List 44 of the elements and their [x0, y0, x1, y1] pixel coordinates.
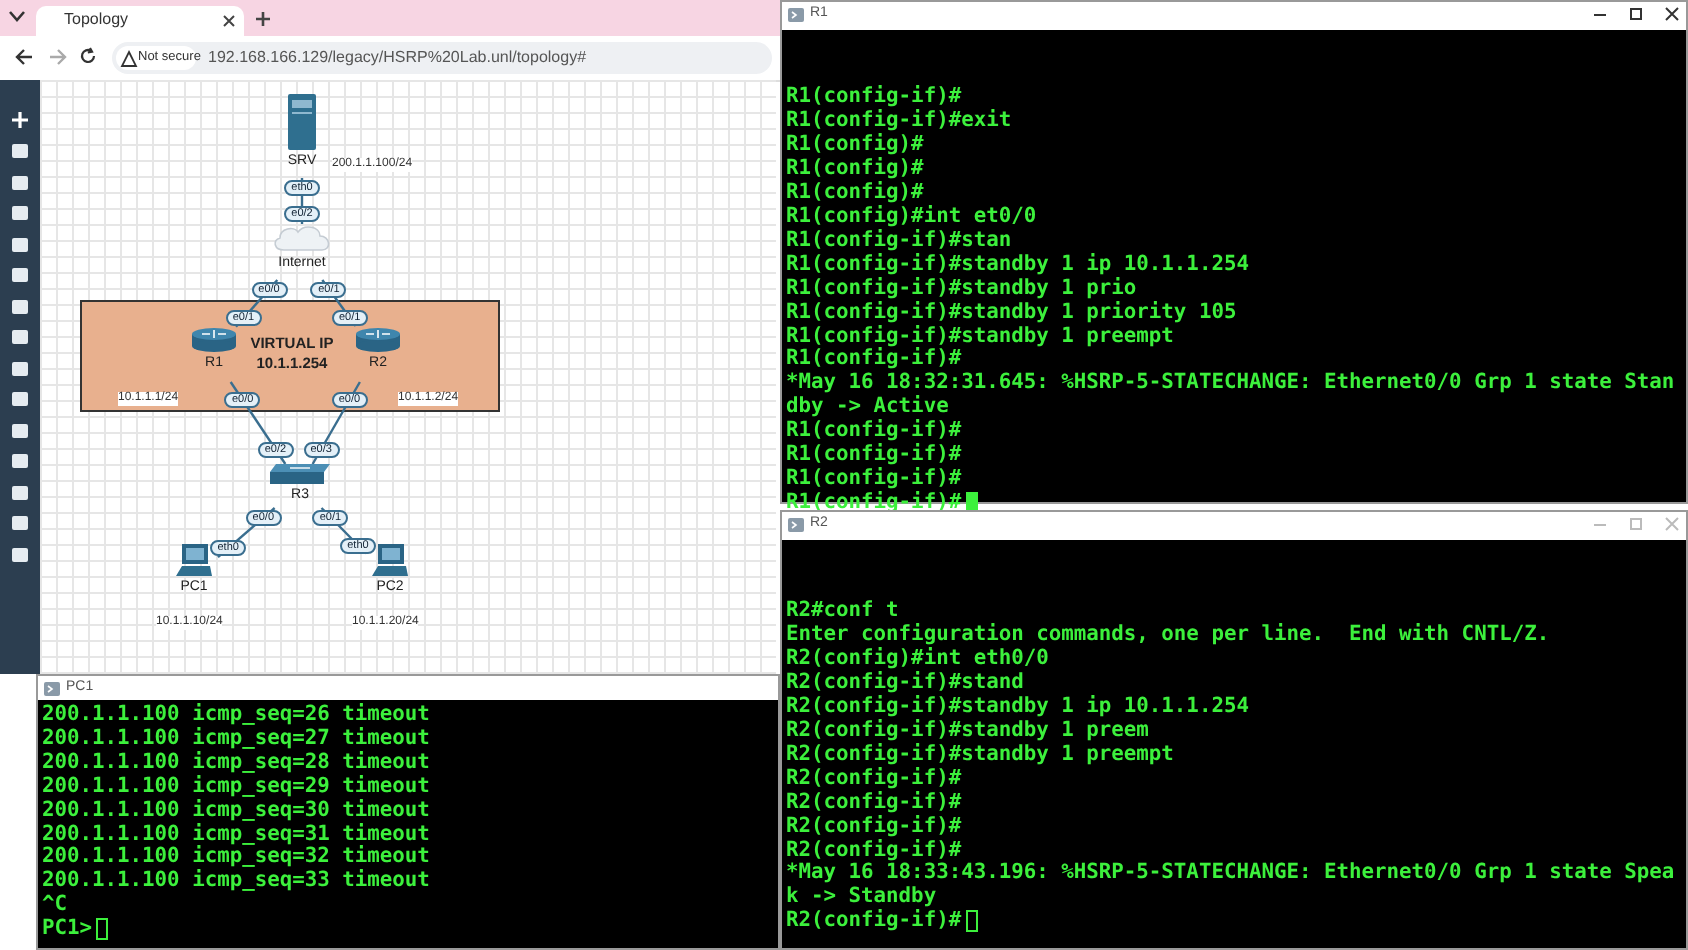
terminal-line: R1(config-if)# [786, 466, 962, 491]
terminal-line: R2#conf t [786, 598, 899, 622]
terminal-line: R1(config-if)# [786, 442, 962, 467]
terminal-line: 200.1.1.100 icmp_seq=27 timeout [42, 725, 430, 750]
terminal-line: R2(config-if)#standby 1 preempt [786, 741, 1174, 766]
tab-title: Topology [64, 10, 129, 28]
terminal-line: R2(config)#int eth0/0 [786, 645, 1049, 670]
terminal-line: 200.1.1.100 icmp_seq=26 timeout [42, 702, 430, 726]
terminal-line: *May 16 18:32:31.645: %HSRP-5-STATECHANGE: Ethernet0/0 Grp 1 state Stan [786, 370, 1675, 395]
terminal-line: R1(config-if)#standby 1 ip 10.1.1.254 [786, 251, 1249, 276]
terminal-line: R2(config-if)# [786, 908, 962, 933]
terminal-line: R2(config-if)#standby 1 preem [786, 717, 1149, 742]
terminal-line: R2(config-if)# [786, 765, 962, 790]
terminal-line: R1(config)# [786, 179, 924, 204]
terminal-line: R2(config-if)# [786, 789, 962, 814]
terminal-line: R1(config-if)# [786, 490, 962, 515]
terminal-line: R2(config-if)#standby 1 ip 10.1.1.254 [786, 693, 1249, 718]
terminal-line: 200.1.1.100 icmp_seq=33 timeout [42, 868, 430, 893]
terminal-line: *May 16 18:33:43.196: %HSRP-5-STATECHANGE: Ethernet0/0 Grp 1 state Spea [786, 860, 1675, 885]
terminal-line: R1(config-if)#exit [786, 107, 1012, 132]
terminal-line: 200.1.1.100 icmp_seq=28 timeout [42, 749, 430, 774]
terminal-line: R1(config-if)#standby 1 priority 105 [786, 299, 1237, 324]
virtual-ip-group-box [80, 300, 500, 412]
terminal-line: Enter configuration commands, one per line. End with CNTL/Z. [786, 621, 1550, 646]
terminal-line: R1(config-if)#standby 1 preempt [786, 323, 1174, 347]
terminal-line: 200.1.1.100 icmp_seq=31 timeout [42, 821, 430, 845]
terminal-line: R1(config-if)#standby 1 prio [786, 275, 1137, 300]
terminal-line: R1(config-if)# [786, 84, 962, 108]
terminal-line: R1(config-if)#stan [786, 227, 1012, 252]
terminal-line: R1(config-if)# [786, 418, 962, 443]
terminal-line: ^C [42, 892, 68, 917]
terminal-line: 200.1.1.100 icmp_seq=32 timeout [42, 844, 430, 869]
terminal-line: R2(config-if)# [786, 837, 962, 861]
terminal-line: R1(config)# [786, 131, 924, 156]
terminal-line: R2(config-if)#stand [786, 669, 1024, 694]
terminal-line: R1(config)# [786, 155, 924, 180]
terminal-line: 200.1.1.100 icmp_seq=30 timeout [42, 797, 430, 822]
terminal-line: R1(config)#int et0/0 [786, 203, 1037, 228]
terminal-line: k -> Standby [786, 884, 937, 909]
terminal-line: R1(config-if)# [786, 346, 962, 371]
terminal-line: dby -> Active [786, 394, 949, 419]
terminal-line: PC1> [42, 916, 93, 941]
terminal-line: R2(config-if)# [786, 813, 962, 838]
terminal-line: 200.1.1.100 icmp_seq=29 timeout [42, 773, 430, 798]
